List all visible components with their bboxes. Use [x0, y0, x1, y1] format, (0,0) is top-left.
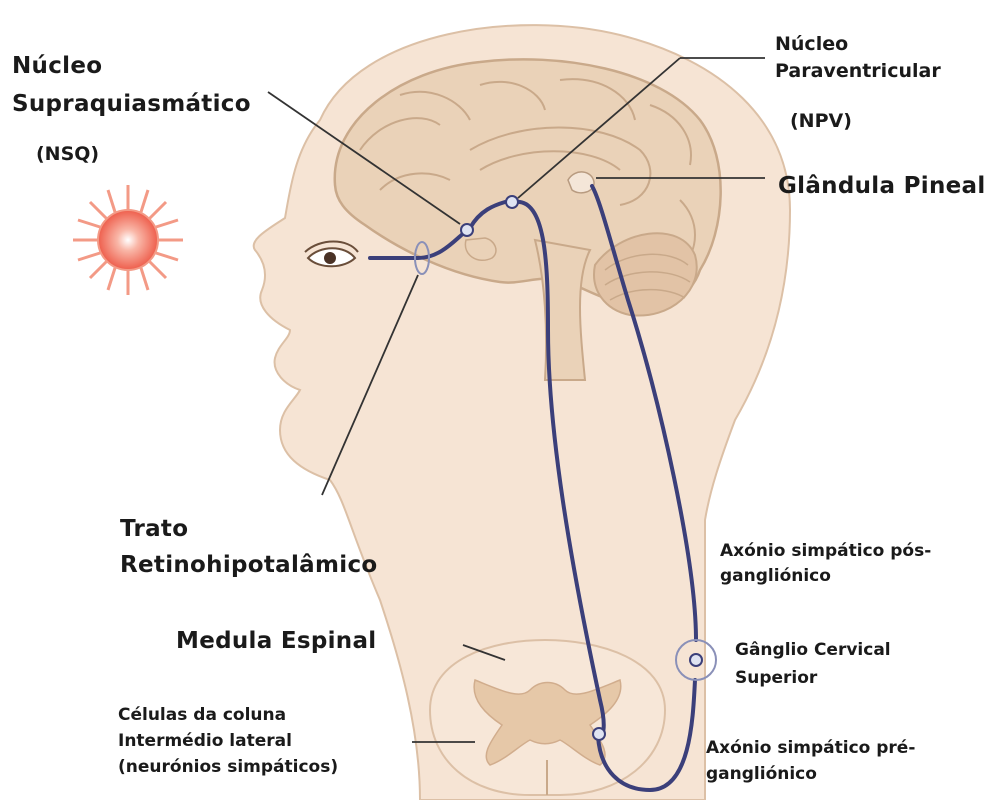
nsq-label-line2: Supraquiasmático	[12, 90, 251, 119]
pre-ganglionic-line2: gangliónico	[706, 764, 817, 785]
pre-ganglionic-line1: Axónio simpático pré-	[706, 738, 915, 759]
pineal-gland	[568, 172, 594, 193]
spinal-cord-section	[430, 640, 665, 795]
npv-label-line1: Núcleo	[775, 33, 848, 57]
sun-icon	[73, 185, 183, 295]
celulas-label-line1: Células da coluna	[118, 705, 286, 726]
ganglio-label-line2: Superior	[735, 668, 817, 689]
trato-label-line2: Retinohipotalâmico	[120, 551, 378, 580]
celulas-label-line3: (neurónios simpáticos)	[118, 757, 338, 778]
npv-abbreviation: (NPV)	[790, 110, 852, 134]
pineal-label: Glândula Pineal	[778, 172, 986, 201]
pos-ganglionic-line2: gangliónico	[720, 566, 831, 587]
npv-label-line2: Paraventricular	[775, 60, 941, 84]
pos-ganglionic-line1: Axónio simpático pós-	[720, 541, 931, 562]
trato-label-line1: Trato	[120, 515, 188, 544]
medula-label: Medula Espinal	[176, 627, 376, 656]
celulas-label-line2: Intermédio lateral	[118, 731, 292, 752]
ganglio-label-line1: Gânglio Cervical	[735, 640, 891, 661]
nsq-abbreviation: (NSQ)	[36, 143, 99, 167]
nsq-label-line1: Núcleo	[12, 52, 102, 81]
